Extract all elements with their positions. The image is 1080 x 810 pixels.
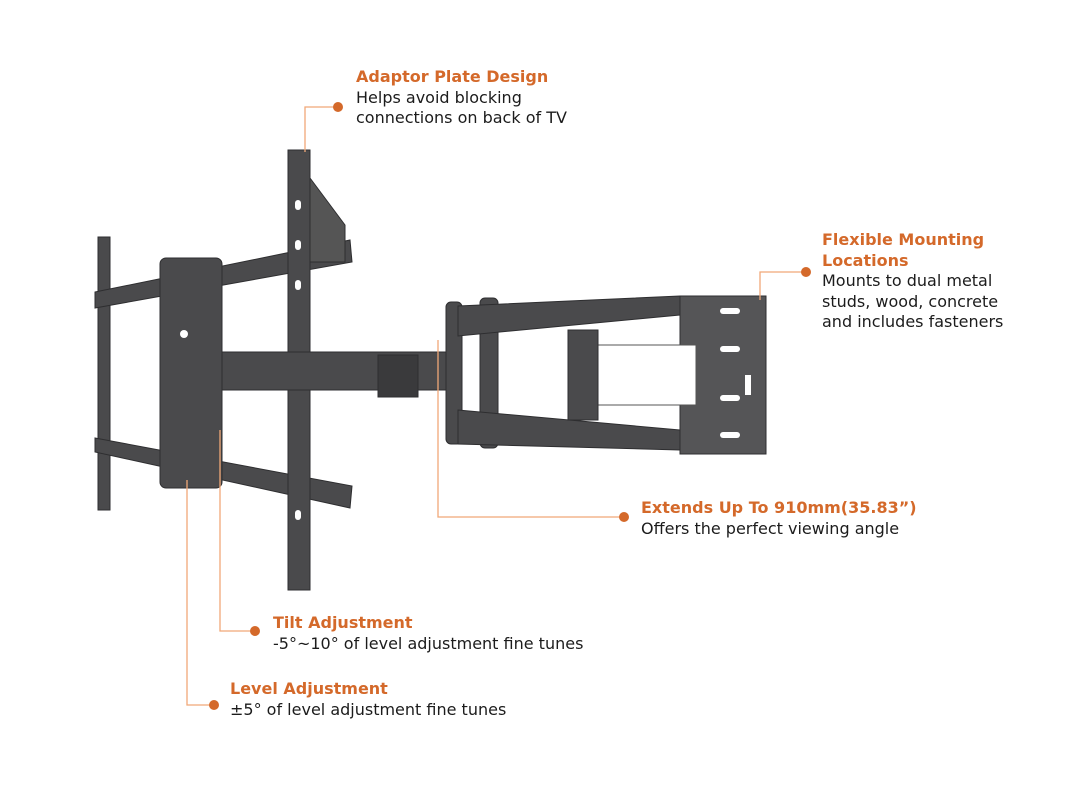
callout-text: Mounts to dual metal: [822, 271, 993, 290]
callout-text: and includes fasteners: [822, 312, 1004, 331]
left-vertical-rail: [97, 236, 111, 511]
callout-title: Adaptor Plate Design: [356, 67, 549, 86]
callout-title: Flexible Mounting: [822, 230, 985, 249]
hinge-column-2: [479, 297, 499, 449]
callout-title: Locations: [822, 250, 909, 270]
callout-title: Extends Up To 910mm(35.83”): [641, 498, 917, 517]
mount: [94, 149, 767, 591]
level-dot: [209, 700, 219, 710]
callout-title: Tilt Adjustment: [273, 613, 413, 632]
callout-text: -5°~10° of level adjustment fine tunes: [273, 633, 584, 653]
hinge-column-1: [445, 301, 463, 445]
callout-adaptor-plate: Adaptor Plate Design Helps avoid blockin…: [356, 67, 567, 129]
callout-dots: [209, 102, 811, 710]
adaptor-dot: [333, 102, 343, 112]
arm-knuckle: [377, 354, 419, 398]
right-rail-bracket-top: [309, 176, 346, 263]
callout-tilt: Tilt Adjustment -5°~10° of level adjustm…: [273, 613, 583, 654]
tilt-leader-line: [219, 430, 255, 632]
callout-title: Level Adjustment: [230, 679, 388, 698]
callout-text: Helps avoid blocking: [356, 87, 522, 107]
level-leader-line: [186, 480, 214, 706]
extends-leader-line: [437, 340, 624, 518]
adaptor-plate: [159, 257, 223, 489]
callout-level: Level Adjustment ±5° of level adjustment…: [230, 679, 506, 720]
callout-text: ±5° of level adjustment fine tunes: [230, 699, 507, 719]
flexible-leader-line: [759, 271, 806, 300]
callout-flexible-mounting: Flexible Mounting Locations Mounts to du…: [822, 230, 1003, 333]
callout-extends: Extends Up To 910mm(35.83”) Offers the p…: [641, 498, 917, 539]
wall-plate-cutout: [595, 344, 697, 406]
flexible-dot: [801, 267, 811, 277]
tilt-dot: [250, 626, 260, 636]
callout-text: connections on back of TV: [356, 108, 567, 127]
adaptor-leader-line: [304, 106, 338, 152]
callout-text: Offers the perfect viewing angle: [641, 518, 900, 538]
extends-dot: [619, 512, 629, 522]
leader-lines: [186, 106, 806, 706]
callout-text: studs, wood, concrete: [822, 291, 999, 311]
lower-horizontal-arm: [94, 437, 353, 509]
